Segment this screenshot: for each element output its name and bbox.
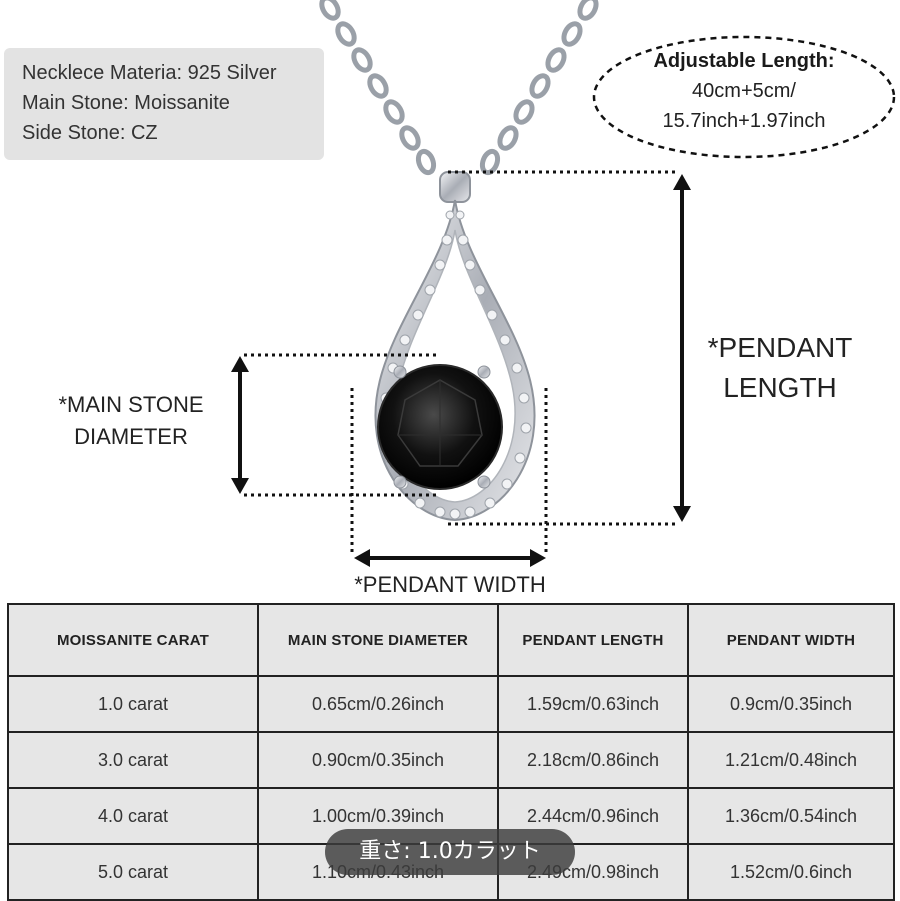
pendant-length-label-line1: *PENDANT <box>707 332 853 363</box>
cell-length: 2.44cm/0.96inch <box>497 787 689 845</box>
cell-carat: 1.0 carat <box>7 675 259 733</box>
table-row: 1.0 carat 0.65cm/0.26inch 1.59cm/0.63inc… <box>7 675 895 733</box>
cell-width: 1.36cm/0.54inch <box>687 787 895 845</box>
cell-width: 1.52cm/0.6inch <box>687 843 895 901</box>
pendant-bail <box>439 171 471 203</box>
main-stone <box>377 364 503 490</box>
chain-right <box>479 0 599 176</box>
header-moissanite-carat: MOISSANITE CARAT <box>7 603 259 677</box>
cell-length: 2.49cm/0.98inch <box>497 843 689 901</box>
spec-main-stone: Main Stone: Moissanite <box>22 92 230 114</box>
pendant-length-marker <box>448 170 691 526</box>
cell-carat: 4.0 carat <box>7 787 259 845</box>
cell-width: 1.21cm/0.48inch <box>687 731 895 789</box>
product-illustration <box>231 0 896 567</box>
spec-side-stone: Side Stone: CZ <box>22 122 158 144</box>
pendant-width-label: *PENDANT WIDTH <box>354 572 546 597</box>
cell-carat: 3.0 carat <box>7 731 259 789</box>
adjustable-length-inch: 15.7inch+1.97inch <box>662 110 826 132</box>
header-main-stone-diameter: MAIN STONE DIAMETER <box>257 603 499 677</box>
pendant-length-label-line2: LENGTH <box>723 372 837 403</box>
main-stone-diameter-marker <box>231 353 440 497</box>
table-row: 3.0 carat 0.90cm/0.35inch 2.18cm/0.86inc… <box>7 731 895 789</box>
weight-overlay-pill[interactable]: 重さ: 1.0カラット <box>325 829 575 875</box>
cell-length: 2.18cm/0.86inch <box>497 731 689 789</box>
chain-left <box>319 0 437 176</box>
size-table: MOISSANITE CARAT MAIN STONE DIAMETER PEN… <box>7 603 895 901</box>
table-header-row: MOISSANITE CARAT MAIN STONE DIAMETER PEN… <box>7 603 895 677</box>
cell-length: 1.59cm/0.63inch <box>497 675 689 733</box>
material-spec-box: Necklece Materia: 925 Silver Main Stone:… <box>4 48 324 160</box>
cell-carat: 5.0 carat <box>7 843 259 901</box>
spec-material: Necklece Materia: 925 Silver <box>22 62 277 84</box>
header-pendant-length: PENDANT LENGTH <box>497 603 689 677</box>
main-stone-diameter-label-line2: DIAMETER <box>74 424 188 449</box>
header-pendant-width: PENDANT WIDTH <box>687 603 895 677</box>
main-stone-diameter-label-line1: *MAIN STONE <box>58 392 204 417</box>
adjustable-length-cm: 40cm+5cm/ <box>692 80 796 102</box>
cell-width: 0.9cm/0.35inch <box>687 675 895 733</box>
adjustable-length-bubble <box>592 35 896 159</box>
cell-diameter: 0.65cm/0.26inch <box>257 675 499 733</box>
adjustable-length-title: Adjustable Length: <box>653 50 835 72</box>
pendant-width-marker <box>350 388 548 567</box>
cell-diameter: 0.90cm/0.35inch <box>257 731 499 789</box>
